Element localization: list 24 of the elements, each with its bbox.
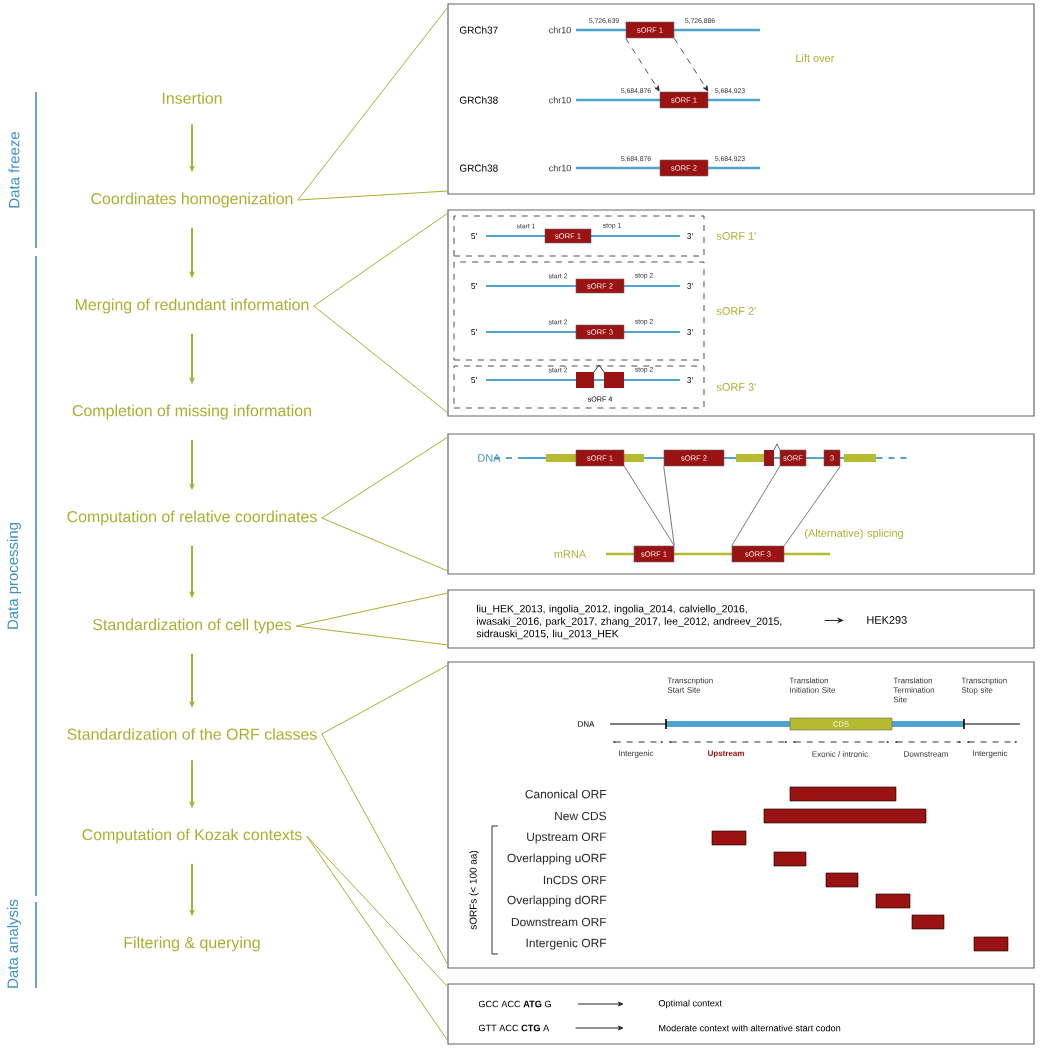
zoom-lines: [321, 436, 449, 572]
splicing-line: [783, 465, 841, 547]
detail-panel: [447, 589, 1035, 649]
arrow: [824, 618, 844, 623]
arrow: [577, 1001, 624, 1007]
zoom-lines: [295, 592, 449, 646]
detail-panel: [447, 433, 1035, 575]
dashed-group-box: [453, 215, 705, 257]
splicing-line: [623, 465, 675, 547]
detail-panel: [447, 209, 1035, 417]
detail-panel: [447, 983, 1035, 1045]
zoom-lines: [306, 835, 449, 1042]
zoom-lines: [321, 664, 449, 966]
splicing-line: [731, 465, 781, 547]
lift-over-arrow: [625, 37, 660, 92]
dashed-group-box: [453, 365, 705, 409]
arrow: [575, 1025, 624, 1031]
zoom-lines: [297, 6, 449, 201]
splicing-line: [663, 465, 675, 547]
dashed-group-box: [453, 261, 705, 361]
detail-panel: [447, 661, 1035, 969]
detail-panel: [447, 3, 1035, 195]
zoom-lines: [313, 212, 449, 414]
lift-over-arrow: [673, 37, 709, 92]
